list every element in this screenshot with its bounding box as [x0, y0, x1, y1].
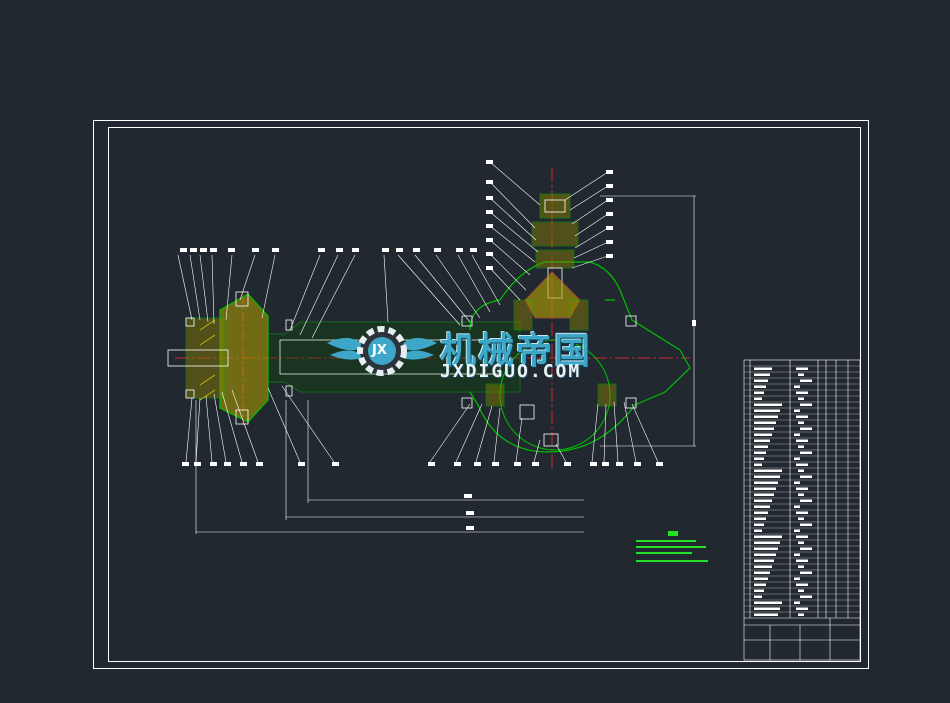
parts-list-row-text	[796, 535, 808, 538]
watermark-cn: 机械帝国	[440, 331, 593, 372]
parts-list-row-text	[754, 613, 778, 616]
parts-list-row-text	[754, 571, 770, 574]
lower-gearing	[461, 315, 637, 447]
parts-list	[743, 359, 861, 661]
parts-list-row-text	[794, 457, 800, 460]
parts-list-row-text	[794, 385, 800, 388]
parts-list-row-text	[798, 421, 804, 424]
parts-list-row-text	[754, 595, 762, 598]
parts-list-row-text	[796, 439, 808, 442]
parts-list-row-text	[754, 415, 778, 418]
parts-list-row-text	[754, 535, 782, 538]
parts-list-row-text	[754, 427, 774, 430]
parts-list-row-text	[754, 385, 766, 388]
parts-list-row-text	[794, 409, 800, 412]
parts-list-row-text	[798, 541, 804, 544]
pinion-stack	[513, 193, 589, 331]
parts-list-row-text	[754, 517, 766, 520]
parts-list-row-text	[754, 499, 772, 502]
parts-list-row-text	[798, 397, 804, 400]
parts-list-row-text	[754, 421, 776, 424]
parts-list-row-text	[796, 463, 808, 466]
parts-list-rows	[744, 365, 860, 616]
dimension-lines	[195, 195, 696, 534]
parts-list-row-text	[800, 475, 812, 478]
parts-list-row-text	[798, 613, 804, 616]
parts-list-row-text	[798, 469, 804, 472]
parts-list-row-text	[754, 469, 782, 472]
parts-list-row-text	[754, 601, 782, 604]
parts-list-row-text	[798, 445, 804, 448]
parts-list-row-text	[754, 607, 780, 610]
parts-list-row-text	[800, 427, 812, 430]
parts-list-row-text	[754, 403, 782, 406]
parts-list-row-text	[754, 523, 764, 526]
parts-list-row-text	[794, 433, 800, 436]
parts-list-row-text	[798, 373, 804, 376]
parts-list-row-text	[796, 367, 808, 370]
parts-list-row-text	[754, 475, 780, 478]
parts-list-row-text	[796, 583, 808, 586]
parts-list-row-text	[794, 529, 800, 532]
parts-list-row-text	[754, 409, 780, 412]
parts-list-row-text	[754, 463, 762, 466]
parts-list-row-text	[754, 505, 770, 508]
technical-notes	[636, 531, 708, 562]
parts-list-row-text	[796, 511, 808, 514]
parts-list-row-text	[800, 523, 812, 526]
parts-list-row-text	[754, 487, 776, 490]
gear-wings-logo-icon	[327, 326, 437, 376]
parts-list-row-text	[754, 481, 778, 484]
parts-list-row-text	[800, 403, 812, 406]
watermark-en: JXDIGUO.COM	[440, 361, 582, 382]
parts-list-row-text	[754, 589, 764, 592]
parts-list-row-text	[754, 373, 770, 376]
inner-frame	[108, 127, 861, 662]
parts-list-row-text	[800, 451, 812, 454]
parts-list-row-text	[798, 517, 804, 520]
parts-list-row-text	[754, 439, 770, 442]
parts-list-row-text	[794, 577, 800, 580]
parts-list-row-text	[754, 559, 774, 562]
parts-list-row-text	[754, 445, 768, 448]
leaders-top	[177, 161, 609, 339]
parts-list-row-text	[800, 547, 812, 550]
parts-list-row-text	[800, 499, 812, 502]
parts-list-row-text	[754, 433, 772, 436]
parts-list-row-text	[754, 451, 766, 454]
parts-list-row-text	[754, 541, 780, 544]
parts-list-row-text	[754, 529, 762, 532]
outer-frame	[93, 120, 869, 669]
parts-list-row-text	[796, 415, 808, 418]
parts-list-row-text	[800, 571, 812, 574]
parts-list-row-text	[798, 493, 804, 496]
parts-list-row-text	[754, 493, 774, 496]
parts-list-row-text	[796, 607, 808, 610]
logo-text: JX	[372, 343, 387, 358]
parts-list-row-text	[754, 391, 764, 394]
parts-list-row-text	[754, 367, 772, 370]
part-balloons	[180, 160, 663, 466]
parts-list-row-text	[794, 481, 800, 484]
parts-list-row-text	[798, 589, 804, 592]
parts-list-row-text	[754, 379, 768, 382]
parts-list-row-text	[794, 553, 800, 556]
parts-list-row-text	[796, 559, 808, 562]
parts-list-row-text	[754, 565, 772, 568]
parts-list-row-text	[754, 397, 762, 400]
parts-list-row-text	[754, 577, 768, 580]
parts-list-row-text	[796, 391, 808, 394]
parts-list-row-text	[754, 511, 768, 514]
parts-list-row-text	[754, 553, 776, 556]
parts-list-row-text	[794, 601, 800, 604]
parts-list-row-text	[754, 583, 766, 586]
parts-list-row-text	[800, 379, 812, 382]
parts-list-row-text	[794, 505, 800, 508]
parts-list-row-text	[800, 595, 812, 598]
parts-list-row-text	[796, 487, 808, 490]
parts-list-row-text	[798, 565, 804, 568]
parts-list-row-text	[754, 547, 778, 550]
parts-list-row-text	[754, 457, 764, 460]
